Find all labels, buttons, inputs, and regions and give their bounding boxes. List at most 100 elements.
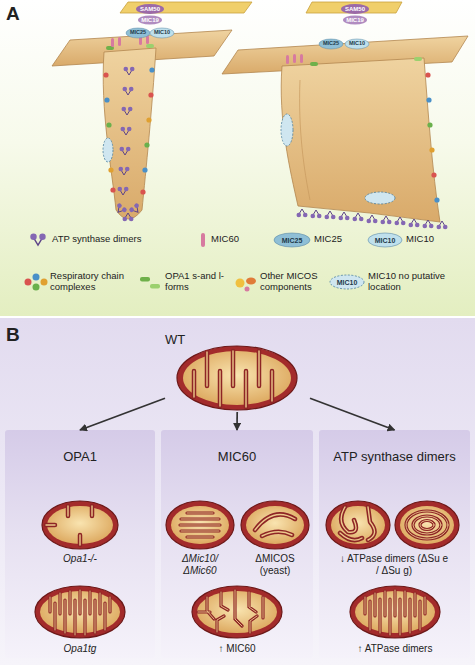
tubular-crista-part bbox=[120, 2, 252, 13]
mitochondrion-drawing-part-part-part bbox=[365, 590, 425, 635]
lamellar-crista-part bbox=[395, 217, 406, 225]
lamellar-crista-part bbox=[281, 114, 293, 146]
tubular-crista-part bbox=[103, 48, 156, 219]
legend-swatches-part bbox=[330, 275, 364, 289]
tubular-crista-part bbox=[144, 142, 149, 147]
lamellar-crista-part bbox=[434, 197, 439, 202]
tubular-crista-part bbox=[118, 37, 121, 46]
mitochondrion-label: ΔMic10/ ΔMic60 bbox=[173, 553, 228, 576]
tubular-crista-part bbox=[138, 16, 162, 25]
legend-text: MIC60 bbox=[211, 234, 271, 245]
mitochondrion-drawing bbox=[241, 501, 309, 549]
mitochondrion-label: ΔMICOS (yeast) bbox=[244, 553, 306, 576]
legend-swatches-part bbox=[25, 279, 32, 286]
tubular-crista bbox=[52, 2, 252, 221]
mitochondrion-drawing-part bbox=[46, 506, 92, 545]
mitochondrion-drawing-part bbox=[246, 506, 304, 544]
protein-label: MIC19 bbox=[340, 17, 370, 23]
wt-node: WT bbox=[165, 330, 310, 412]
wt-mitochondrion-drawing bbox=[177, 346, 297, 410]
protein-label: MIC25 bbox=[125, 30, 151, 36]
mitochondrion-drawing-part bbox=[340, 507, 375, 540]
lamellar-crista-part bbox=[319, 39, 343, 49]
lamellar-crista-part bbox=[367, 215, 378, 223]
mitochondrion-drawing-part bbox=[50, 590, 110, 635]
mitochondrion-drawing-part-part-part bbox=[406, 511, 448, 539]
mitochondrion-drawing-part bbox=[171, 506, 229, 544]
lamellar-crista-part bbox=[339, 212, 350, 220]
mitochondrion-drawing-part bbox=[340, 507, 375, 540]
mitochondrion-label: ↑ MIC60 bbox=[187, 643, 287, 655]
lamellar-crista-part bbox=[414, 57, 422, 61]
mitochondrion-drawing-part-part bbox=[365, 590, 425, 635]
lamellar-crista-part bbox=[365, 192, 395, 204]
arrow-connector bbox=[80, 398, 165, 430]
legend-text: OPA1 s-and l-forms bbox=[165, 271, 227, 293]
mitochondrion-drawing-part bbox=[255, 514, 295, 536]
tubular-crista-part bbox=[128, 202, 142, 215]
lamellar-crista-part bbox=[353, 213, 364, 221]
mitochondrion-drawing-part-part bbox=[340, 507, 375, 540]
mitochondrion-drawing-part bbox=[46, 506, 92, 545]
tubular-crista-part bbox=[108, 167, 113, 172]
protein-label: MIC19 bbox=[135, 17, 165, 23]
atp-synthase-column: ATP synthase dimers bbox=[319, 430, 470, 658]
protein-label: SAM50 bbox=[339, 6, 371, 12]
tubular-crista-part bbox=[148, 92, 153, 97]
lamellar-crista-part bbox=[300, 80, 310, 200]
mitochondrion-drawing-part bbox=[365, 590, 425, 635]
tubular-crista-part bbox=[106, 122, 111, 127]
legend-swatches-part bbox=[33, 274, 40, 281]
node-title: A bbox=[6, 3, 30, 25]
mitochondrion-drawing bbox=[326, 501, 390, 549]
lamellar-crista-part bbox=[429, 147, 434, 152]
lamellar-crista-part bbox=[311, 210, 322, 218]
tubular-crista-part bbox=[146, 44, 154, 48]
mitochondrion-label: ↑ ATPase dimers bbox=[335, 643, 455, 655]
tubular-crista-part bbox=[146, 117, 151, 122]
legend-swatches-part bbox=[33, 284, 40, 291]
lamellar-crista-part bbox=[345, 39, 369, 49]
tubular-crista-part bbox=[118, 187, 129, 195]
mitochondrion-drawing-part bbox=[42, 501, 118, 549]
protein-label: MIC10 bbox=[344, 41, 370, 47]
node-title: ATP synthase dimers bbox=[319, 450, 470, 465]
tubular-crista-part bbox=[103, 138, 113, 162]
mitochondrion-drawing bbox=[42, 501, 118, 549]
mitochondrion-drawing-part bbox=[355, 591, 435, 633]
lamellar-crista-part bbox=[341, 4, 369, 14]
legend-text: MIC10 bbox=[406, 234, 466, 245]
lamellar-crista-part bbox=[325, 211, 336, 219]
mitochondrion-drawing-part-part-part bbox=[420, 521, 434, 530]
mitochondrion-drawing-part bbox=[197, 591, 277, 633]
lamellar-crista bbox=[222, 2, 468, 229]
arrow-connector bbox=[310, 398, 395, 430]
node-title: MIC60 bbox=[161, 450, 313, 465]
mitochondrion-label: Opa1tg bbox=[30, 643, 130, 655]
mitochondrion-drawing-part-part-part bbox=[413, 516, 441, 534]
mitochondrion-drawing-part-part bbox=[406, 511, 448, 539]
legend-swatches-part bbox=[274, 233, 310, 247]
panel-a: A bbox=[0, 0, 475, 316]
wt-mitochondrion-drawing-part bbox=[183, 351, 291, 405]
legend-text: MIC25 bbox=[314, 234, 369, 245]
mitochondrion-drawing bbox=[192, 586, 282, 638]
tubular-crista-part bbox=[126, 28, 150, 38]
tubular-crista-part bbox=[119, 167, 130, 175]
lamellar-crista-part bbox=[300, 54, 303, 63]
lamellar-crista-part bbox=[437, 221, 448, 229]
opa1-column: OPA1 bbox=[5, 430, 155, 658]
lamellar-crista-part bbox=[286, 55, 289, 64]
mitochondrion-drawing-part-part bbox=[46, 506, 92, 545]
mitochondrion-drawing-part-part-part bbox=[255, 514, 295, 536]
legend-swatches-part bbox=[30, 234, 45, 246]
tubular-crista-part bbox=[146, 35, 149, 44]
lamellar-crista-part bbox=[381, 216, 392, 224]
mic60-column: MIC60 bbox=[161, 430, 313, 658]
mitochondrion-drawing-part bbox=[50, 590, 110, 635]
lamellar-crista-part bbox=[281, 58, 440, 222]
mitochondrion-drawing-part-part-part bbox=[198, 590, 263, 633]
legend-swatches-part bbox=[41, 279, 48, 286]
